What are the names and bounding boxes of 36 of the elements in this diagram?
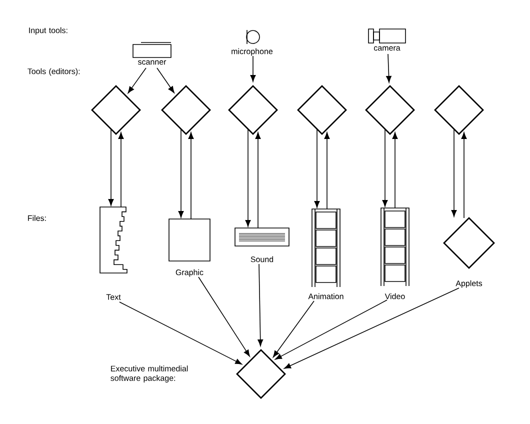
- row-label: Tools (editors):: [28, 68, 80, 76]
- arrow: [119, 302, 242, 365]
- arrow: [275, 300, 388, 360]
- arrow: [178, 128, 184, 218]
- row-label: Executive multimedial software package:: [110, 366, 188, 382]
- diamond-shape: [434, 85, 484, 135]
- arrow: [258, 264, 264, 346]
- arrow: [324, 132, 330, 210]
- arrow: [245, 128, 251, 227]
- arrow: [272, 300, 314, 358]
- row-label: Input tools:: [29, 27, 68, 35]
- arrow: [250, 56, 256, 82]
- node-label: Graphic: [176, 269, 204, 277]
- arrow: [198, 276, 250, 357]
- node-label: Applets: [456, 280, 482, 288]
- arrow: [382, 128, 388, 207]
- arrow: [128, 68, 146, 94]
- arrow: [314, 128, 320, 208]
- arrow: [386, 54, 392, 83]
- row-label: Files:: [28, 215, 46, 221]
- diamond-shape: [228, 85, 278, 135]
- arrow: [392, 132, 398, 208]
- arrow: [451, 128, 457, 217]
- arrow: [461, 132, 467, 218]
- arrow: [118, 132, 124, 208]
- arrow: [188, 132, 194, 220]
- arrow: [156, 68, 174, 94]
- diamond-shape: [297, 85, 347, 135]
- graphic-square: Graphic: [168, 218, 210, 277]
- diamond-shape: [161, 85, 211, 135]
- arrow: [255, 132, 261, 228]
- diamond-shape: [236, 349, 286, 399]
- arrow: [284, 288, 460, 369]
- diamond-shape: [91, 85, 141, 135]
- arrow: [108, 128, 114, 206]
- diamond-shape: [365, 85, 415, 135]
